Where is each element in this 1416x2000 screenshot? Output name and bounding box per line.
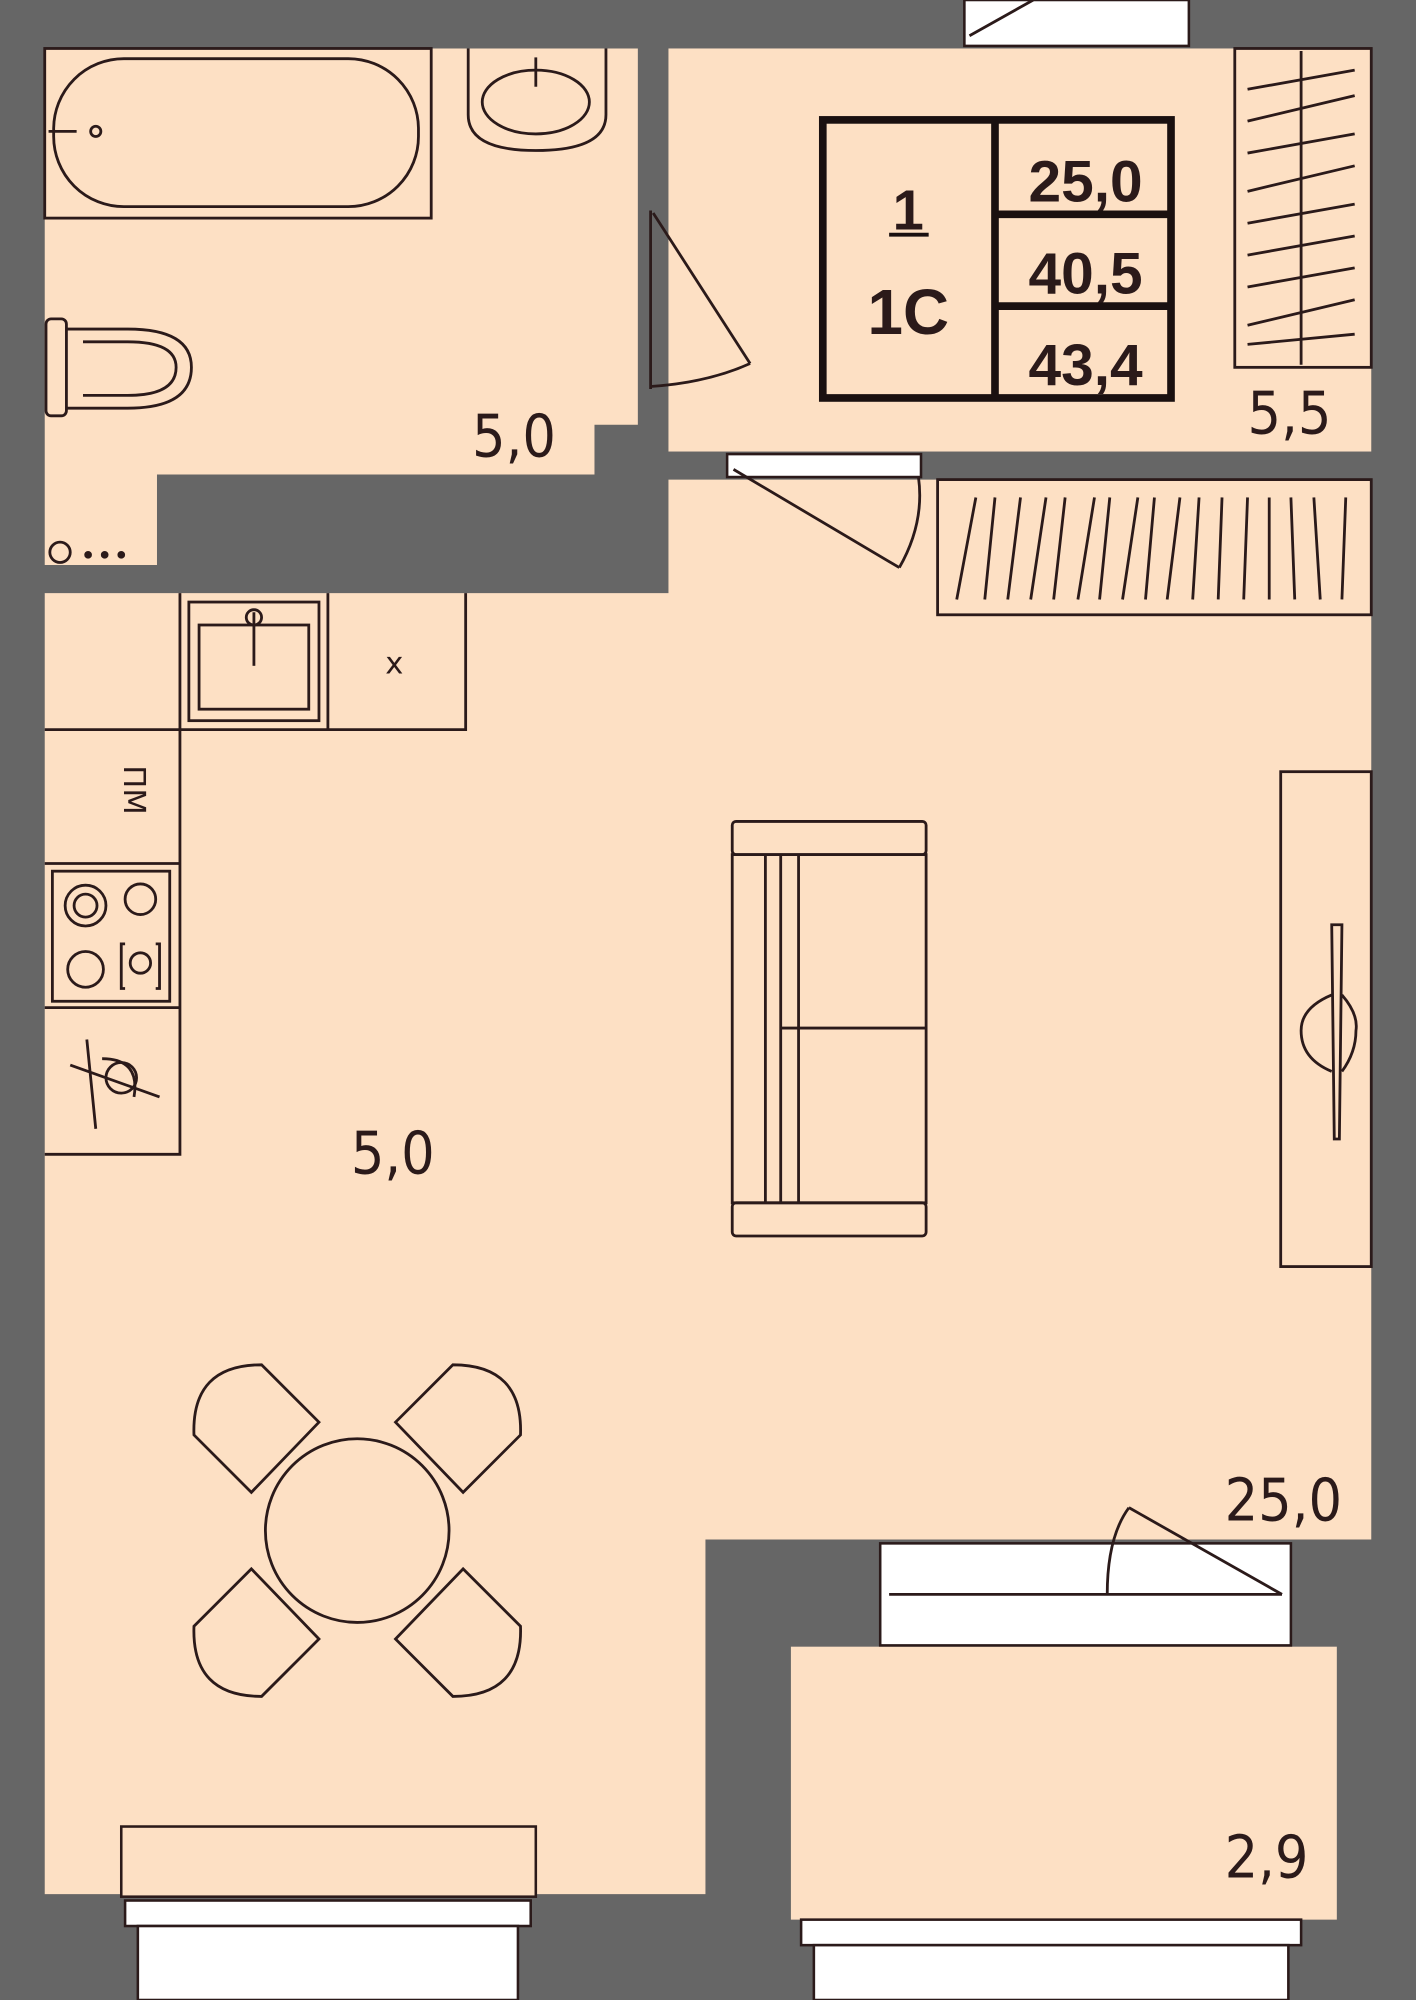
toilet [44,317,193,418]
bathtub [43,47,433,220]
kitchen-area: 5,0 [351,1119,435,1187]
dining-table [192,1363,522,1698]
window-main [119,1825,538,2000]
hall-area: 5,5 [1248,380,1332,448]
hallway [668,48,1372,452]
sofa [730,820,928,1238]
total-area-value: 40,5 [1028,241,1142,306]
tv-stand [1279,770,1373,1268]
balcony-door [878,1506,1293,1647]
window-balcony [799,1918,1303,2000]
living-area-value: 25,0 [1028,150,1142,215]
sink-cabinet-icon [69,1039,161,1129]
dishwasher-label: ПМ [116,765,151,814]
washbasin [466,48,608,152]
bathroom-area: 5,0 [472,403,556,471]
kitchen-sink [187,600,321,723]
apartment-info-box: 1 1С 25,0 40,5 43,4 [818,116,1175,402]
bathroom [44,48,638,566]
living-room [44,479,1372,1895]
total-with-balcony-value: 43,4 [1028,333,1143,398]
entrance-door [963,0,1191,48]
kitchen-counter [44,593,468,1156]
heated-towel-rail [48,540,126,564]
bathroom-door [649,210,752,390]
rooms-count: 1 [893,179,924,242]
fridge-label: х [385,646,403,681]
wardrobe-corridor [936,478,1373,617]
wardrobe-hall [1233,47,1373,369]
apartment-type: 1С [867,276,949,348]
balcony-area: 2,9 [1225,1824,1309,1892]
room-door [725,452,923,569]
cooktop [50,869,172,1003]
balcony [790,1646,1337,1920]
living-room-area: 25,0 [1225,1466,1342,1534]
